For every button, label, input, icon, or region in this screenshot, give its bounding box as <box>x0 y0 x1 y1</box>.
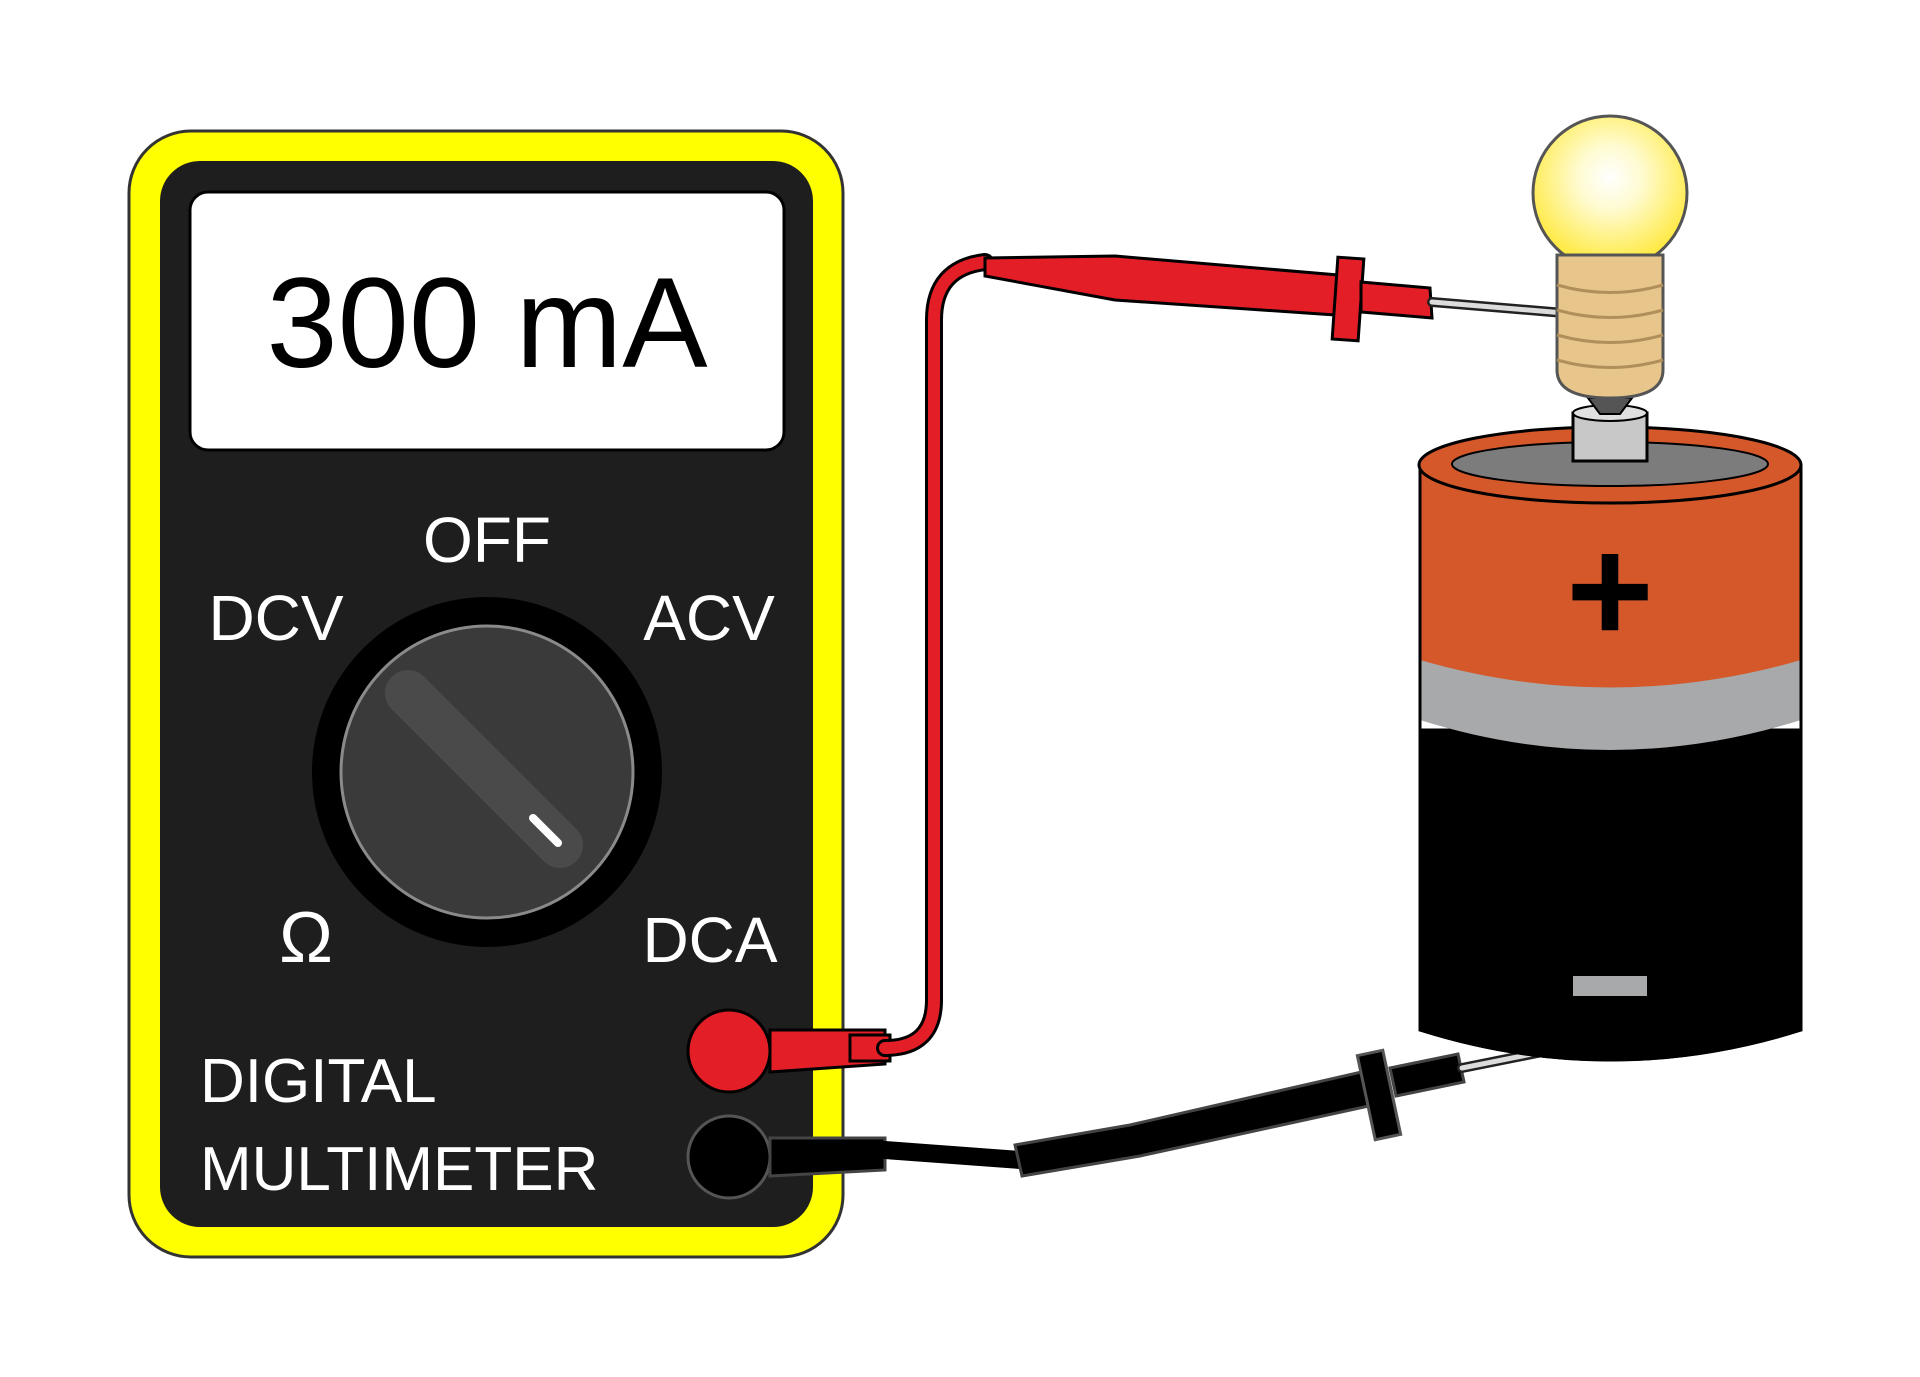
battery: + − <box>1417 404 1803 1062</box>
dial-label-acv: ACV <box>643 582 775 654</box>
dial-pointer-indicator <box>529 814 562 847</box>
dial-label-off: OFF <box>423 504 551 576</box>
multimeter: 300 mA OFF DCV ACV Ω DCA DIGITAL MULTIME… <box>127 129 845 1259</box>
bulb-screw-base <box>1555 253 1665 400</box>
dial-label-ohm: Ω <box>279 898 333 978</box>
battery-positive-symbol: + <box>1566 506 1654 674</box>
rotary-selector-dial[interactable] <box>312 597 662 947</box>
display-reading: 300 mA <box>266 252 708 395</box>
brand-line-2: MULTIMETER <box>200 1135 598 1204</box>
light-bulb <box>1531 114 1689 415</box>
battery-negative-symbol-mark <box>1573 976 1647 996</box>
black-test-lead[interactable] <box>768 1041 1577 1178</box>
dial-label-dcv: DCV <box>208 582 343 654</box>
positive-jack[interactable] <box>686 1008 772 1094</box>
multimeter-display <box>188 190 786 452</box>
brand-line-1: DIGITAL <box>200 1047 437 1116</box>
negative-jack[interactable] <box>686 1114 772 1200</box>
dial-label-dca: DCA <box>642 904 777 976</box>
bulb-glass <box>1531 114 1689 272</box>
red-test-lead[interactable] <box>768 253 1581 1074</box>
